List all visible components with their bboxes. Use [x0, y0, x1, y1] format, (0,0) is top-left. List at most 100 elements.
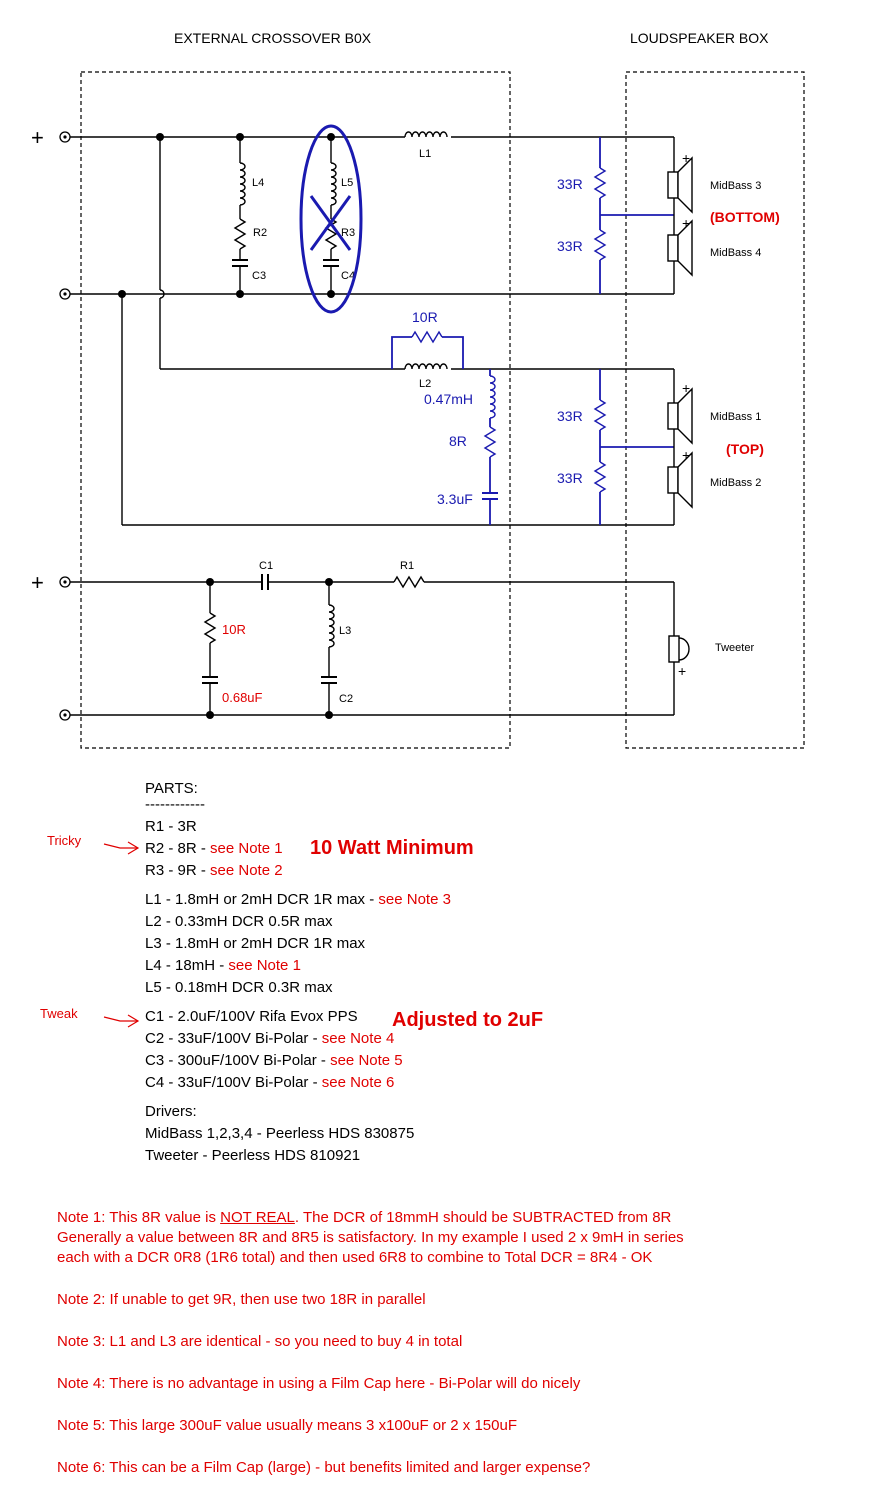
speaker-midbass-3-icon [667, 157, 693, 213]
part-r3-note: see Note 2 [210, 862, 283, 879]
part-c4-text: C4 - 33uF/100V Bi-Polar - [145, 1074, 322, 1091]
label-c3: C3 [252, 270, 266, 282]
part-c3-note: see Note 5 [330, 1052, 403, 1069]
polarity-mb1: + [682, 380, 690, 396]
capacitor-0-68uf [201, 676, 219, 684]
inductor-l4 [239, 162, 246, 206]
note-1: Note 1: This 8R value is NOT REAL. The D… [57, 1208, 857, 1268]
note-6: Note 6: This can be a Film Cap (large) -… [57, 1459, 591, 1476]
part-l1: L1 - 1.8mH or 2mH DCR 1R max - see Note … [145, 889, 451, 911]
upper-wiring [70, 136, 675, 526]
inductor-0-47mh [489, 375, 496, 419]
resistor-10r-tweeter [204, 612, 216, 644]
annotation-tweak: Tweak [40, 1006, 78, 1021]
driver-midbass: MidBass 1,2,3,4 - Peerless HDS 830875 [145, 1125, 415, 1142]
capacitor-c3 [231, 259, 249, 267]
label-l4: L4 [252, 177, 264, 189]
label-l5: L5 [341, 177, 353, 189]
label-c4: C4 [341, 270, 355, 282]
label-33r-lower-b: 33R [557, 470, 583, 486]
part-r2-note: see Note 1 [210, 840, 283, 857]
polarity-mb3: + [682, 150, 690, 166]
capacitor-c4 [322, 259, 340, 267]
part-c1: C1 - 2.0uF/100V Rifa Evox PPS [145, 1006, 451, 1028]
capacitor-3-3uf [481, 492, 499, 500]
label-33r-upper-a: 33R [557, 176, 583, 192]
label-l3: L3 [339, 625, 351, 637]
part-r2-text: R2 - 8R - [145, 840, 211, 857]
note-1-c: . The DCR of 18mmH should be SUBTRACTED … [294, 1209, 672, 1226]
note-1-a: Note 1: This 8R value is [57, 1209, 221, 1226]
part-c2: C2 - 33uF/100V Bi-Polar - see Note 4 [145, 1028, 451, 1050]
resistor-10r-parallel-l2 [411, 331, 443, 343]
resistor-33r-lower-a [594, 399, 606, 431]
label-bottom: (BOTTOM) [710, 209, 780, 225]
label-tweeter: Tweeter [715, 642, 754, 654]
label-c1: C1 [259, 560, 273, 572]
note-4: Note 4: There is no advantage in using a… [57, 1375, 581, 1392]
part-l1-note: see Note 3 [378, 891, 451, 908]
label-top: (TOP) [726, 441, 764, 457]
input-terminal-1-negative [59, 288, 71, 300]
arrow-icon [103, 1014, 140, 1028]
resistor-r2 [234, 218, 246, 250]
label-l2: L2 [419, 378, 431, 390]
parts-underline: ------------ [145, 796, 205, 813]
part-l5: L5 - 0.18mH DCR 0.3R max [145, 977, 451, 999]
label-r3: R3 [341, 227, 355, 239]
label-33r-upper-b: 33R [557, 238, 583, 254]
parts-title: PARTS: [145, 780, 198, 797]
lpad-lower-wiring [599, 369, 674, 525]
crossover-schematic: EXTERNAL CROSSOVER B0X LOUDSPEAKER BOX [31, 30, 805, 749]
part-l4-text: L4 - 18mH - [145, 957, 229, 974]
tweeter-icon [668, 635, 690, 663]
label-10r-parallel: 10R [412, 309, 438, 325]
drivers-title: Drivers: [145, 1103, 197, 1120]
resistor-33r-upper-b [594, 229, 606, 261]
part-c3: C3 - 300uF/100V Bi-Polar - see Note 5 [145, 1050, 451, 1072]
speaker-box-title: LOUDSPEAKER BOX [630, 30, 769, 46]
inductor-l1 [404, 131, 448, 138]
part-c4: C4 - 33uF/100V Bi-Polar - see Note 6 [145, 1072, 451, 1094]
annotation-adjusted: Adjusted to 2uF [392, 1009, 543, 1031]
note-1-line-3: each with a DCR 0R8 (1R6 total) and then… [57, 1249, 653, 1266]
polarity-mb2: + [682, 447, 690, 463]
polarity-tweeter: + [678, 663, 686, 679]
removed-branch-cross-b [309, 195, 352, 251]
note-2: Note 2: If unable to get 9R, then use tw… [57, 1291, 426, 1308]
part-r3: R3 - 9R - see Note 2 [145, 860, 451, 882]
inductor-l3 [328, 604, 335, 648]
resistor-33r-lower-b [594, 461, 606, 493]
label-3-3uf: 3.3uF [437, 491, 473, 507]
inductor-l2 [404, 363, 448, 370]
capacitor-c2 [320, 676, 338, 684]
label-r1: R1 [400, 560, 414, 572]
label-c2: C2 [339, 693, 353, 705]
input-terminal-1-positive [59, 131, 71, 143]
resistor-r1 [393, 576, 425, 588]
plus-sign-lower: + [31, 570, 44, 595]
part-r1: R1 - 3R [145, 816, 451, 838]
label-midbass-4: MidBass 4 [710, 247, 761, 259]
removed-branch-ellipse [299, 124, 363, 314]
part-l2-text: L2 - 0.33mH DCR 0.5R max [145, 913, 333, 930]
part-r3-text: R3 - 9R - [145, 862, 211, 879]
annotation-tricky: Tricky [47, 833, 82, 848]
tweeter-wiring [70, 581, 675, 716]
capacitor-c1 [261, 573, 269, 591]
resistor-33r-upper-a [594, 167, 606, 199]
label-l1: L1 [419, 148, 431, 160]
note-1-line-2: Generally a value between 8R and 8R5 is … [57, 1229, 684, 1246]
label-midbass-3: MidBass 3 [710, 180, 761, 192]
part-c2-note: see Note 4 [321, 1030, 395, 1047]
note-5: Note 5: This large 300uF value usually m… [57, 1417, 517, 1434]
annotations-overlay: Tricky 10 Watt Minimum Tweak Adjusted to… [40, 833, 543, 1031]
part-c4-note: see Note 6 [321, 1074, 395, 1091]
arrow-icon [103, 841, 140, 855]
part-l4: L4 - 18mH - see Note 1 [145, 955, 451, 977]
part-c3-text: C3 - 300uF/100V Bi-Polar - [145, 1052, 331, 1069]
polarity-mb4: + [682, 215, 690, 231]
part-c2-text: C2 - 33uF/100V Bi-Polar - [145, 1030, 322, 1047]
part-l2: L2 - 0.33mH DCR 0.5R max [145, 911, 451, 933]
inductor-l5 [330, 162, 337, 206]
